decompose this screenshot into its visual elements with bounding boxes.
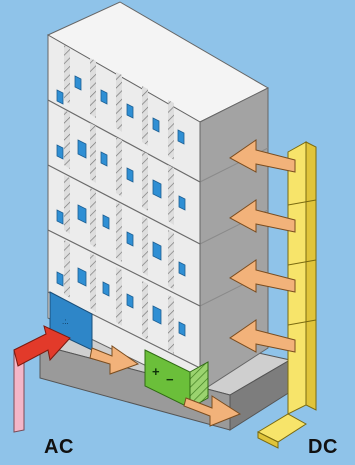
- ac-label: AC: [44, 436, 74, 459]
- dc-label: DC: [308, 436, 338, 459]
- cabinet-side: [200, 88, 268, 392]
- svg-text:.:.: .:.: [62, 317, 69, 326]
- battery-positive-sign: +: [152, 364, 160, 379]
- battery-negative-sign: −: [166, 372, 174, 387]
